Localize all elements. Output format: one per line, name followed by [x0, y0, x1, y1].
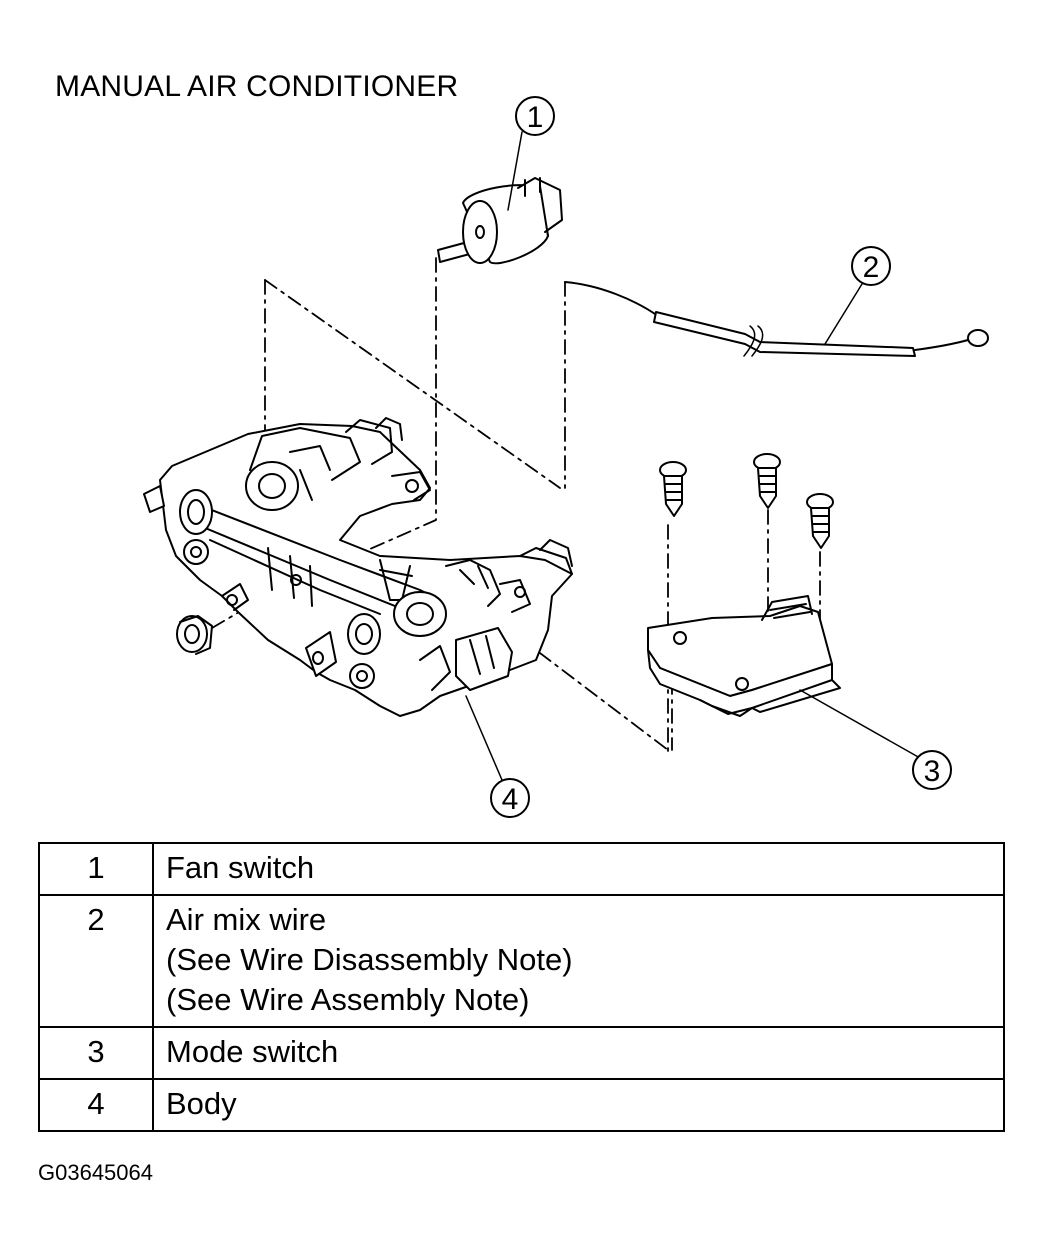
legend-description: Fan switch: [152, 842, 1005, 896]
svg-text:2: 2: [863, 251, 880, 284]
air-mix-wire-part: [564, 281, 989, 357]
svg-text:3: 3: [924, 755, 941, 788]
legend-line: Body: [166, 1086, 237, 1121]
legend-row: 4 Body: [38, 1078, 1005, 1132]
fan-switch-part: [437, 177, 563, 265]
legend-number: 3: [38, 1026, 154, 1080]
legend-line: Air mix wire: [166, 902, 327, 937]
exploded-view-drawing: 1 2 3 4: [143, 96, 989, 818]
screw-2: [753, 453, 781, 509]
nut-part: [176, 615, 213, 655]
diagram-title: MANUAL AIR CONDITIONER: [55, 70, 459, 103]
legend-line: Fan switch: [166, 850, 315, 885]
mode-switch-part: [647, 595, 841, 717]
screw-3: [806, 493, 834, 549]
callout-3: 3: [912, 750, 952, 790]
legend-number: 1: [38, 842, 154, 896]
svg-text:1: 1: [527, 101, 544, 134]
body-part: [143, 417, 573, 717]
callout-2: 2: [851, 246, 891, 286]
legend-row: 2 Air mix wire (See Wire Disassembly Not…: [38, 894, 1005, 1028]
legend-description: Mode switch: [152, 1026, 1005, 1080]
callout-circles: 1 2 3 4: [490, 96, 952, 818]
callout-1: 1: [515, 96, 555, 136]
svg-text:4: 4: [502, 783, 519, 816]
legend-number: 4: [38, 1078, 154, 1132]
legend-row: 1 Fan switch: [38, 842, 1005, 896]
legend-number: 2: [38, 894, 154, 1028]
figure-id: G03645064: [38, 1160, 153, 1185]
legend-line: (See Wire Disassembly Note): [166, 942, 573, 977]
leader-lines: [465, 131, 921, 781]
legend-description: Air mix wire (See Wire Disassembly Note)…: [152, 894, 1005, 1028]
legend-line: Mode switch: [166, 1034, 339, 1069]
legend-line: (See Wire Assembly Note): [166, 982, 530, 1017]
callout-4: 4: [490, 778, 530, 818]
legend-row: 3 Mode switch: [38, 1026, 1005, 1080]
screw-1: [659, 461, 687, 517]
parts-legend-table: 1 Fan switch 2 Air mix wire (See Wire Di…: [38, 842, 1005, 1132]
legend-description: Body: [152, 1078, 1005, 1132]
